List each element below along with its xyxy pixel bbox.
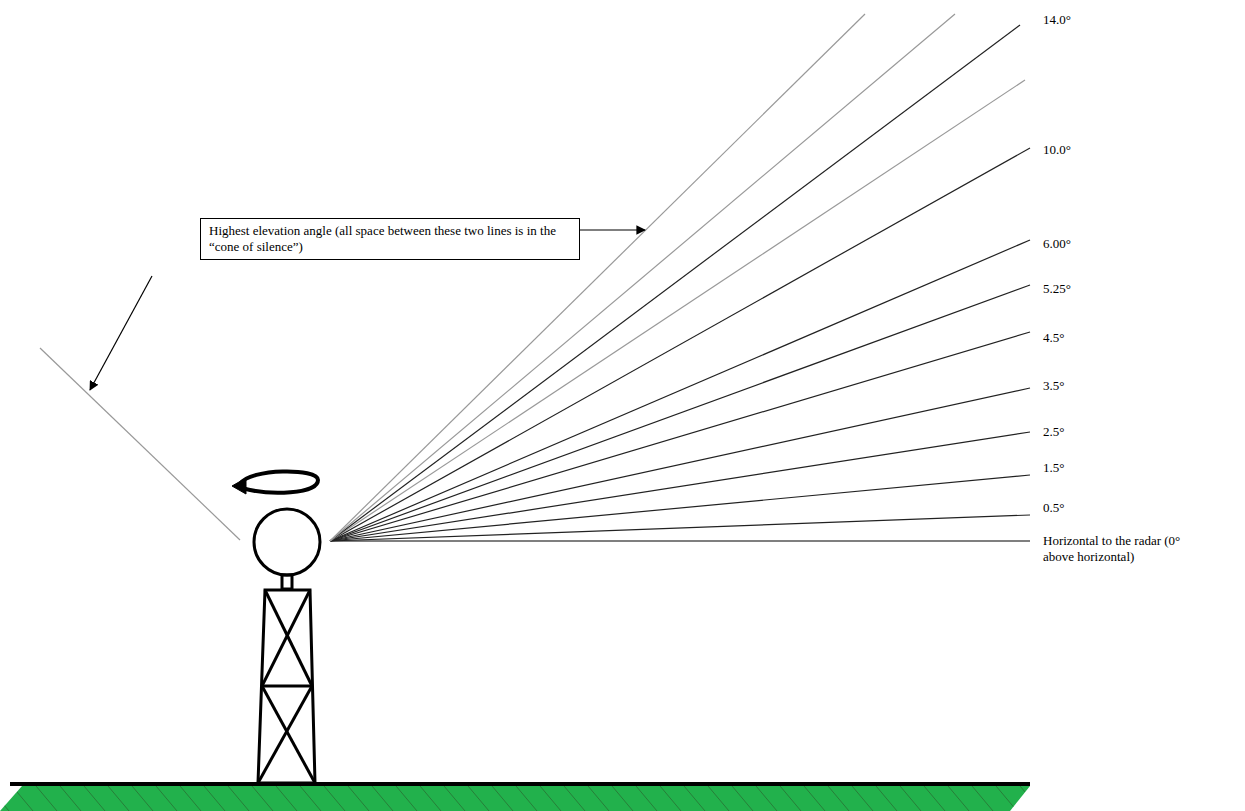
radar-tower: [258, 575, 315, 783]
callout-box: Highest elevation angle (all space betwe…: [200, 218, 580, 260]
callout-text: Highest elevation angle (all space betwe…: [209, 223, 571, 255]
rotation-arrow: [232, 471, 318, 494]
horizontal-label: Horizontal to the radar (0° above horizo…: [1043, 533, 1193, 565]
angle-label: 6.00°: [1043, 236, 1071, 252]
angle-label: 3.5°: [1043, 378, 1064, 394]
angle-label: 5.25°: [1043, 281, 1071, 297]
angle-label: 14.0°: [1043, 12, 1071, 28]
angle-label: 1.5°: [1043, 460, 1064, 476]
angle-label: 10.0°: [1043, 142, 1071, 158]
angle-label: 0.5°: [1043, 500, 1064, 516]
radar-dome: [254, 509, 320, 575]
angle-label: 2.5°: [1043, 424, 1064, 440]
angle-label: 4.5°: [1043, 330, 1064, 346]
elevation-lines: [40, 14, 1030, 541]
ground: [0, 784, 1030, 811]
